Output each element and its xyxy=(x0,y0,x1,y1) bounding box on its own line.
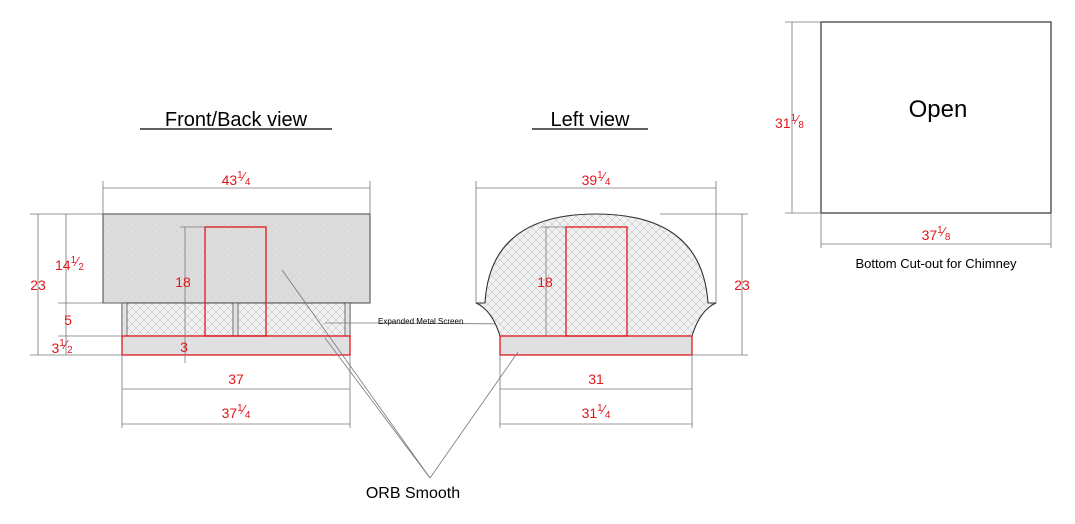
cutout-view: Open 311⁄8 371⁄8 Bottom Cut-out for Chim… xyxy=(775,21,1052,271)
front-center-post xyxy=(232,302,239,337)
material-label: ORB Smooth xyxy=(366,485,460,502)
front-door-height-label: 18 xyxy=(175,274,191,290)
cutout-caption: Bottom Cut-out for Chimney xyxy=(855,256,1017,271)
left-top-width-dimension: 391⁄4 xyxy=(475,169,717,303)
front-left-post xyxy=(121,302,128,337)
left-total-height-label: 23 xyxy=(734,277,750,293)
front-inner-width-label: 37 xyxy=(228,371,244,387)
left-base xyxy=(499,335,693,356)
left-height-dimension: 23 xyxy=(660,213,750,356)
left-view-title: Left view xyxy=(551,109,630,131)
left-door-outline xyxy=(565,226,628,337)
cutout-square xyxy=(820,21,1052,214)
left-dome-body xyxy=(475,213,717,337)
front-upper-height-label: 141⁄2 xyxy=(55,254,84,273)
left-bottom-dimensions: 31 311⁄4 xyxy=(499,355,693,428)
front-top-width-label: 431⁄4 xyxy=(222,169,251,188)
front-view: Front/Back view 431⁄4 18 3 xyxy=(30,109,521,428)
front-view-title: Front/Back view xyxy=(165,109,308,131)
front-top-width-dimension: 431⁄4 xyxy=(102,169,371,214)
front-screen-height-label: 5 xyxy=(64,312,72,328)
orb-leaders xyxy=(281,269,519,479)
front-base-width-label: 371⁄4 xyxy=(222,402,251,421)
left-top-width-label: 391⁄4 xyxy=(582,169,611,188)
front-base xyxy=(121,335,351,356)
left-view: Left view 391⁄4 18 23 xyxy=(475,109,750,428)
cutout-open-label: Open xyxy=(909,96,968,123)
front-door-outline xyxy=(204,226,267,337)
left-base-width-label: 311⁄4 xyxy=(582,402,611,421)
cutout-width-label: 371⁄8 xyxy=(922,224,951,243)
cutout-height-label: 311⁄8 xyxy=(775,112,804,131)
front-hood-panel xyxy=(102,213,371,304)
front-height-dimensions: 23 141⁄2 5 31⁄2 xyxy=(30,213,122,356)
left-inner-width-label: 31 xyxy=(588,371,604,387)
front-bottom-dimensions: 37 371⁄4 xyxy=(121,355,351,428)
front-base-height-label: 31⁄2 xyxy=(51,337,73,356)
front-right-post xyxy=(344,302,351,337)
front-total-height-label: 23 xyxy=(30,277,46,293)
screen-label: Expanded Metal Screen xyxy=(378,317,463,326)
front-base-label: 3 xyxy=(180,339,188,355)
left-door-height-label: 18 xyxy=(537,274,553,290)
